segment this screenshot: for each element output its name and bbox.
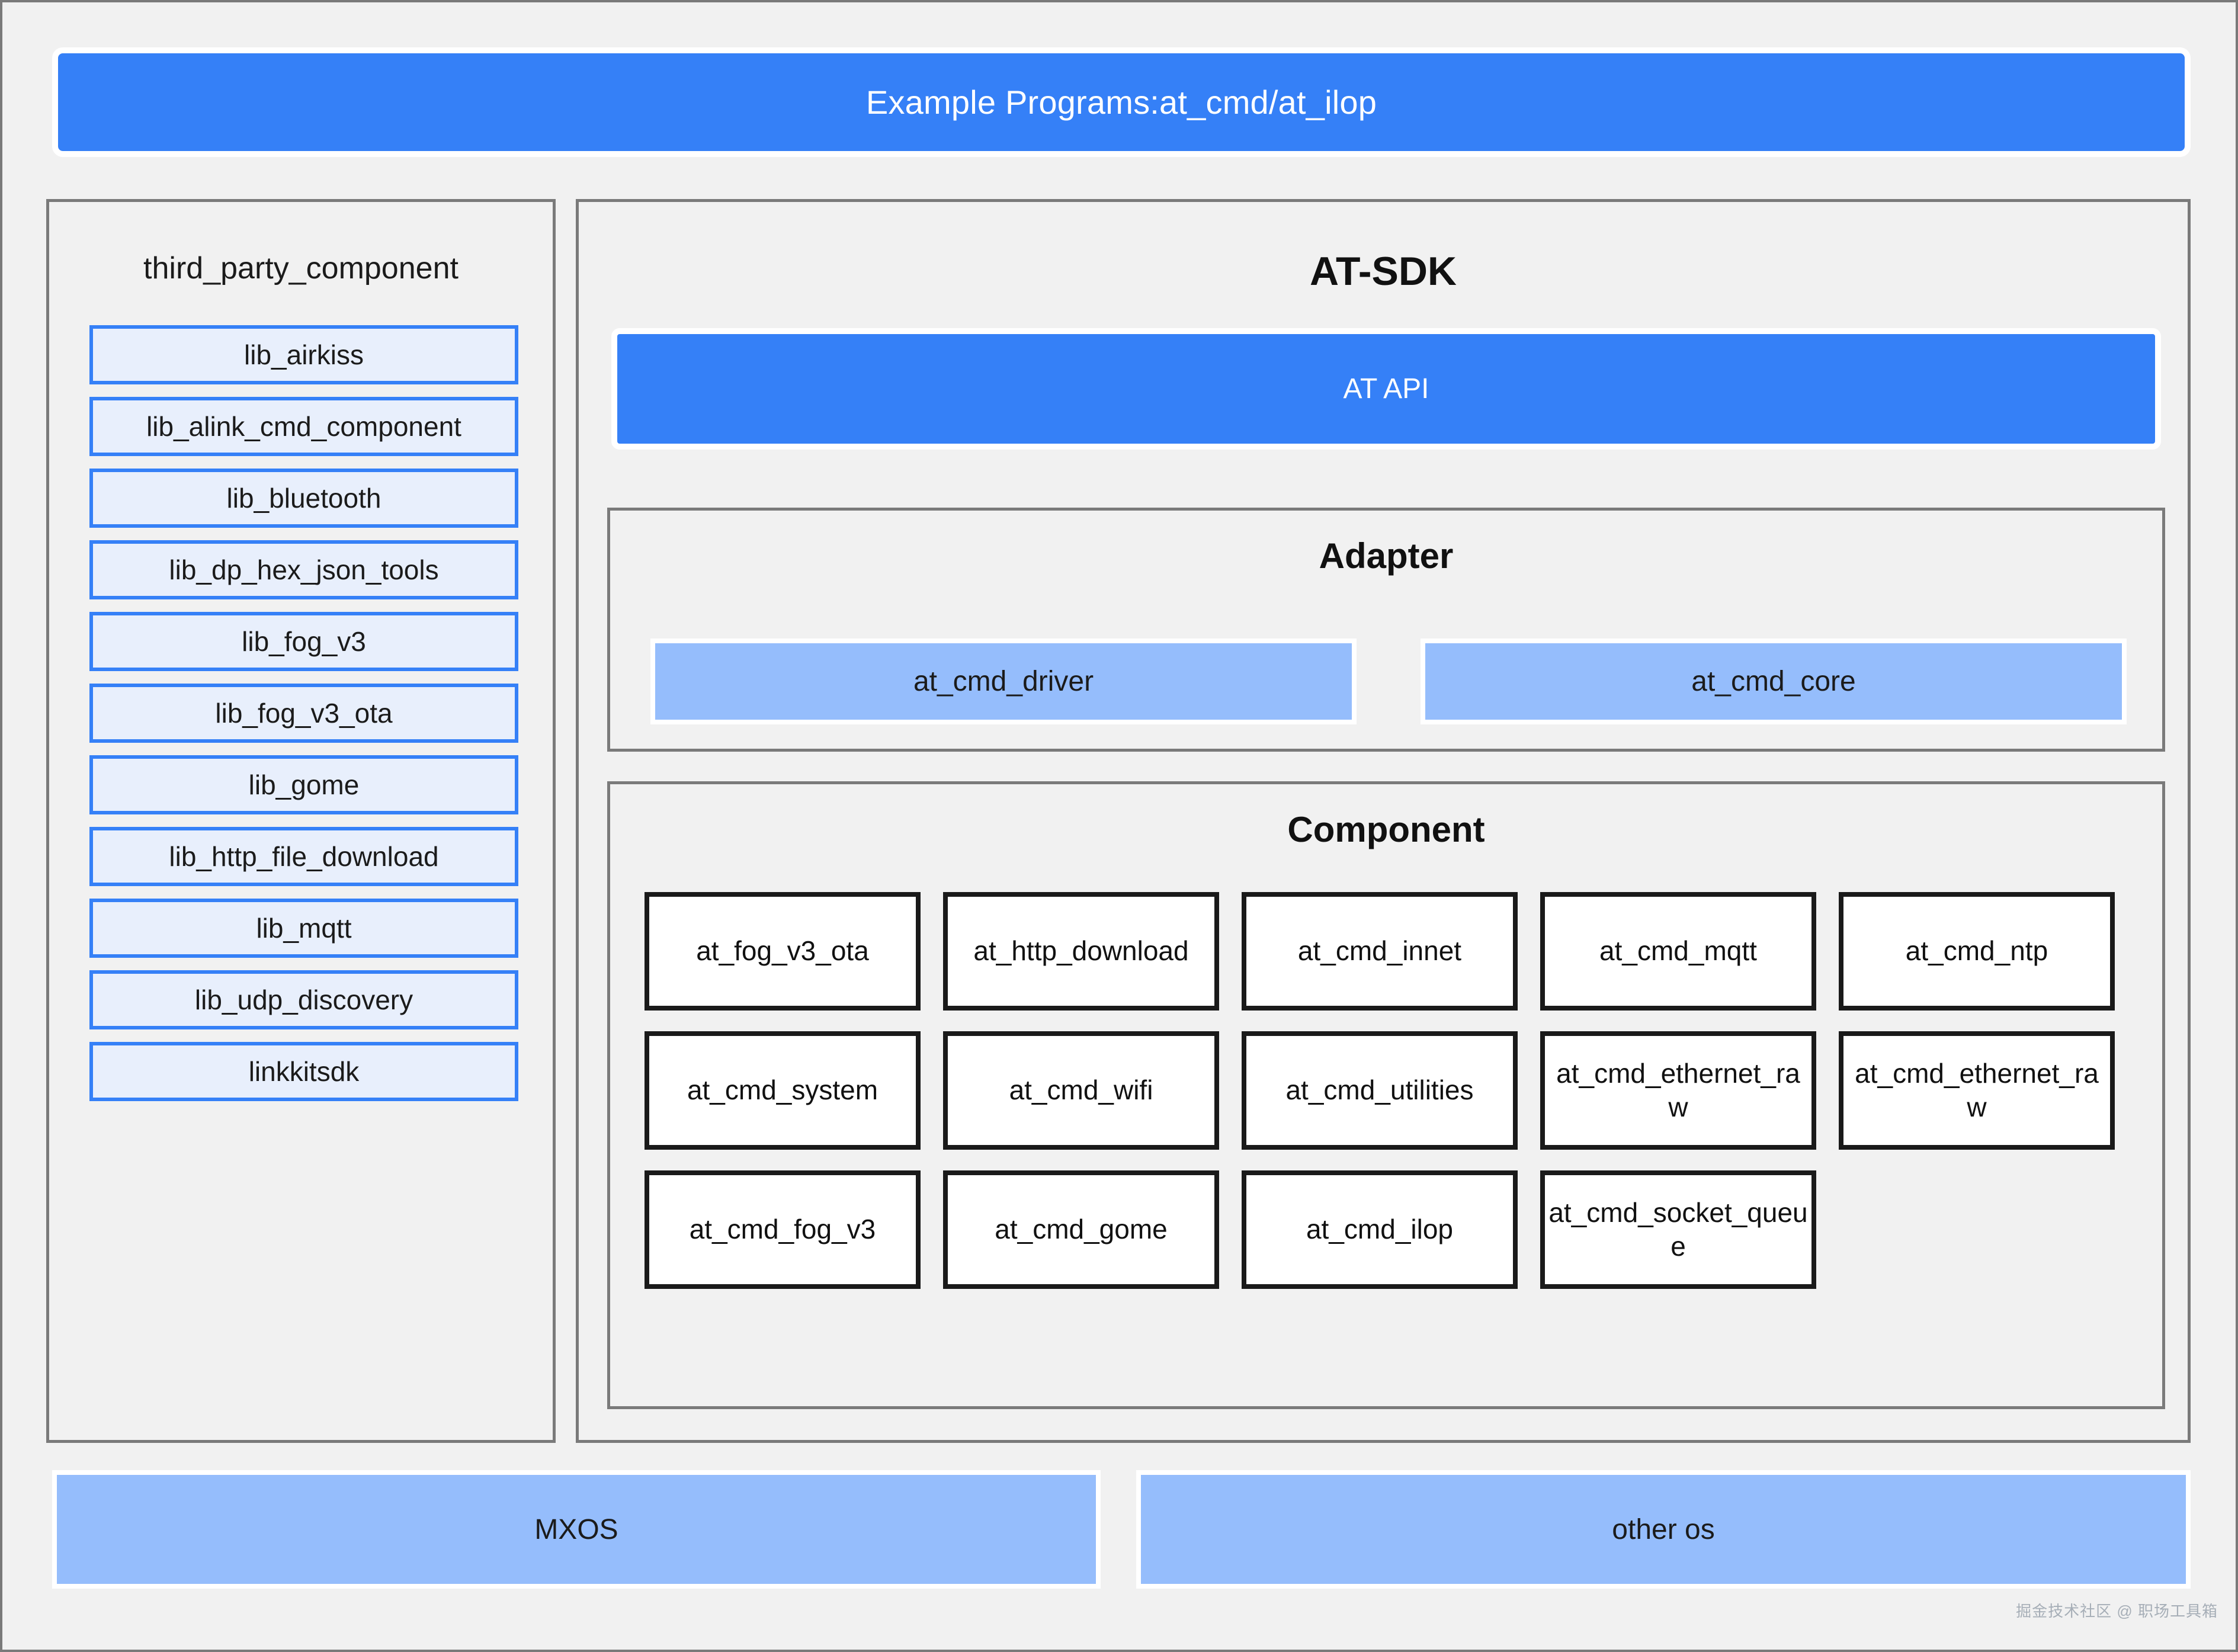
at-sdk-panel: AT-SDK AT API Adapter at_cmd_driver at_c… — [576, 199, 2191, 1443]
library-item[interactable]: lib_fog_v3 — [89, 612, 518, 671]
at-api-label: AT API — [1343, 373, 1429, 405]
component-item[interactable]: at_cmd_ntp — [1839, 892, 2115, 1011]
third-party-panel-title: third_party_component — [143, 251, 458, 286]
component-item[interactable]: at_fog_v3_ota — [645, 892, 921, 1011]
adapter-group: Adapter at_cmd_driver at_cmd_core — [607, 508, 2165, 752]
library-item[interactable]: lib_udp_discovery — [89, 970, 518, 1029]
watermark-text: 掘金技术社区 @ 职场工具箱 — [2016, 1602, 2218, 1620]
component-item[interactable]: at_cmd_mqtt — [1540, 892, 1816, 1011]
library-item[interactable]: lib_airkiss — [89, 325, 518, 384]
at-api-bar: AT API — [611, 328, 2161, 450]
component-item[interactable]: at_cmd_ethernet_raw — [1839, 1031, 2115, 1150]
os-layer-row: MXOS other os — [52, 1470, 2191, 1589]
library-item[interactable]: lib_dp_hex_json_tools — [89, 540, 518, 599]
component-group: Component at_fog_v3_ota at_http_download… — [607, 781, 2165, 1409]
library-item[interactable]: lib_fog_v3_ota — [89, 684, 518, 743]
component-item[interactable]: at_cmd_socket_queue — [1540, 1170, 1816, 1289]
component-item[interactable]: at_cmd_innet — [1242, 892, 1518, 1011]
component-item[interactable]: at_cmd_wifi — [943, 1031, 1219, 1150]
component-grid: at_fog_v3_ota at_http_download at_cmd_in… — [645, 892, 2134, 1289]
library-item[interactable]: lib_mqtt — [89, 899, 518, 958]
component-item[interactable]: at_cmd_system — [645, 1031, 921, 1150]
component-item[interactable]: at_cmd_ilop — [1242, 1170, 1518, 1289]
adapter-item[interactable]: at_cmd_driver — [650, 639, 1357, 724]
library-item[interactable]: linkkitsdk — [89, 1042, 518, 1101]
component-title: Component — [1287, 810, 1485, 849]
component-item[interactable]: at_cmd_fog_v3 — [645, 1170, 921, 1289]
library-item[interactable]: lib_bluetooth — [89, 469, 518, 528]
library-item[interactable]: lib_http_file_download — [89, 827, 518, 886]
os-item-other-os[interactable]: other os — [1136, 1470, 2191, 1589]
adapter-title: Adapter — [1319, 536, 1454, 576]
banner-title: Example Programs:at_cmd/at_ilop — [865, 84, 1377, 121]
component-item[interactable]: at_cmd_utilities — [1242, 1031, 1518, 1150]
component-item[interactable]: at_http_download — [943, 892, 1219, 1011]
os-item-mxos[interactable]: MXOS — [52, 1470, 1101, 1589]
component-row: at_fog_v3_ota at_http_download at_cmd_in… — [645, 892, 2134, 1011]
third-party-component-panel: third_party_component lib_airkiss lib_al… — [46, 199, 556, 1443]
library-item[interactable]: lib_gome — [89, 755, 518, 814]
at-sdk-title: AT-SDK — [1309, 249, 1457, 294]
adapter-item-row: at_cmd_driver at_cmd_core — [650, 639, 2127, 724]
library-item[interactable]: lib_alink_cmd_component — [89, 397, 518, 456]
component-item[interactable]: at_cmd_ethernet_raw — [1540, 1031, 1816, 1150]
component-row: at_cmd_system at_cmd_wifi at_cmd_utiliti… — [645, 1031, 2134, 1150]
third-party-library-list: lib_airkiss lib_alink_cmd_component lib_… — [89, 325, 518, 1101]
adapter-item[interactable]: at_cmd_core — [1421, 639, 2127, 724]
component-item[interactable]: at_cmd_gome — [943, 1170, 1219, 1289]
component-row: at_cmd_fog_v3 at_cmd_gome at_cmd_ilop at… — [645, 1170, 2134, 1289]
example-programs-banner: Example Programs:at_cmd/at_ilop — [52, 47, 2191, 157]
